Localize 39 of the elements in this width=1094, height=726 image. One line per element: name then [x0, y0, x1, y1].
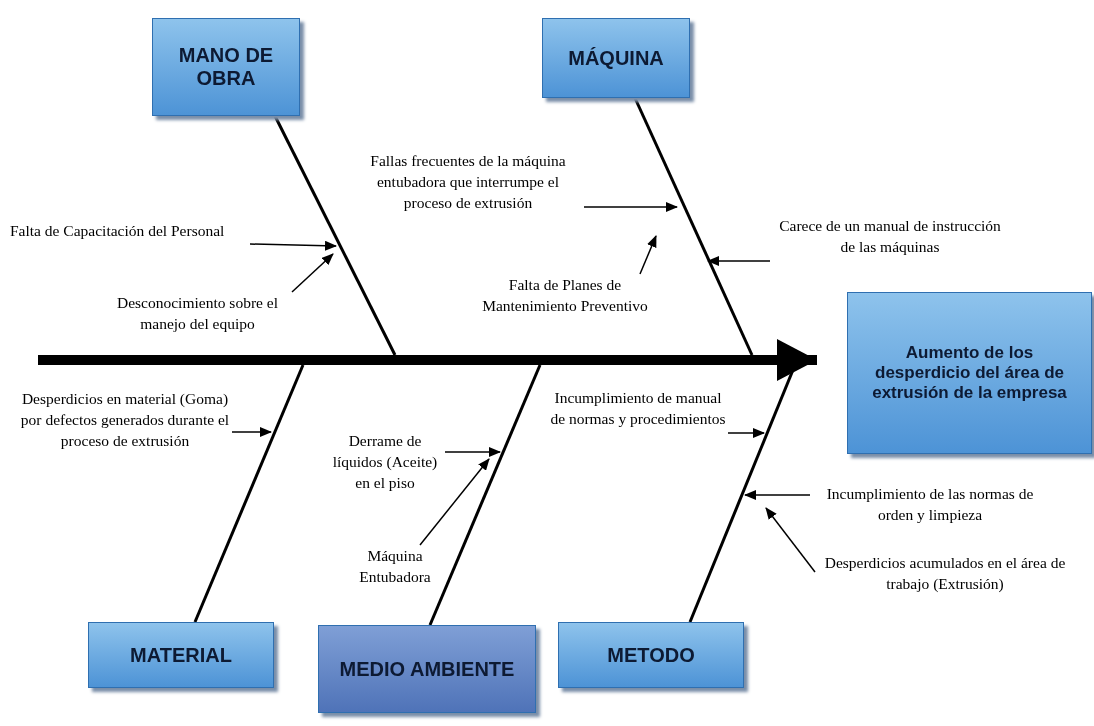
arrow — [765, 507, 816, 573]
cause-text: Falta de Capacitación del Personal — [10, 221, 225, 241]
cause-text: Incumplimiento de las normas de orden y limpieza — [825, 484, 1035, 525]
cause-text: Derrame de líquidos (Aceite) en el piso — [331, 431, 439, 493]
arrow — [639, 235, 657, 275]
cause-text: Desperdicios acumulados en el área de trabajo (Extrusión) — [823, 553, 1067, 594]
arrow — [707, 256, 771, 266]
bone-line — [273, 115, 397, 356]
arrow — [744, 490, 811, 500]
category-title: MATERIAL — [130, 643, 232, 667]
category-box — [152, 18, 300, 116]
bone-line — [193, 364, 305, 623]
arrow — [249, 240, 337, 251]
category-title: MÁQUINA — [568, 46, 664, 70]
arrow — [583, 202, 678, 212]
category-box — [558, 622, 744, 688]
cause-text: Falta de Planes de Mantenimiento Preventivo — [481, 275, 649, 316]
cause-text: Desperdicios en material (Goma) por defectos generados durante el proceso de extrusión — [19, 389, 231, 451]
arrow — [444, 447, 501, 457]
cause-text: Fallas frecuentes de la máquina entubadora que interrumpe el proceso de extrusión — [369, 151, 567, 213]
bone-line — [428, 364, 542, 626]
arrow — [727, 428, 765, 438]
effect-text: Aumento de los desperdicio del área de extrusión de la empresa — [871, 343, 1068, 403]
category-box — [88, 622, 274, 688]
category-box — [318, 625, 536, 713]
arrow — [231, 427, 272, 437]
effect-box — [847, 292, 1092, 454]
cause-text: Incumplimiento de manual de normas y procedimientos — [549, 388, 727, 429]
bone-line — [633, 97, 754, 356]
cause-text: Máquina Entubadora — [358, 546, 432, 587]
cause-text: Desconocimiento sobre el manejo del equipo — [116, 293, 279, 334]
category-title: MEDIO AMBIENTE — [339, 657, 515, 681]
arrow — [291, 253, 334, 293]
category-title: MANO DE OBRA — [177, 44, 275, 90]
category-title: METODO — [607, 643, 695, 667]
category-box — [542, 18, 690, 98]
arrow — [419, 458, 490, 546]
cause-text: Carece de un manual de instrucción de las máquinas — [778, 216, 1002, 257]
spine-arrow — [38, 339, 817, 381]
